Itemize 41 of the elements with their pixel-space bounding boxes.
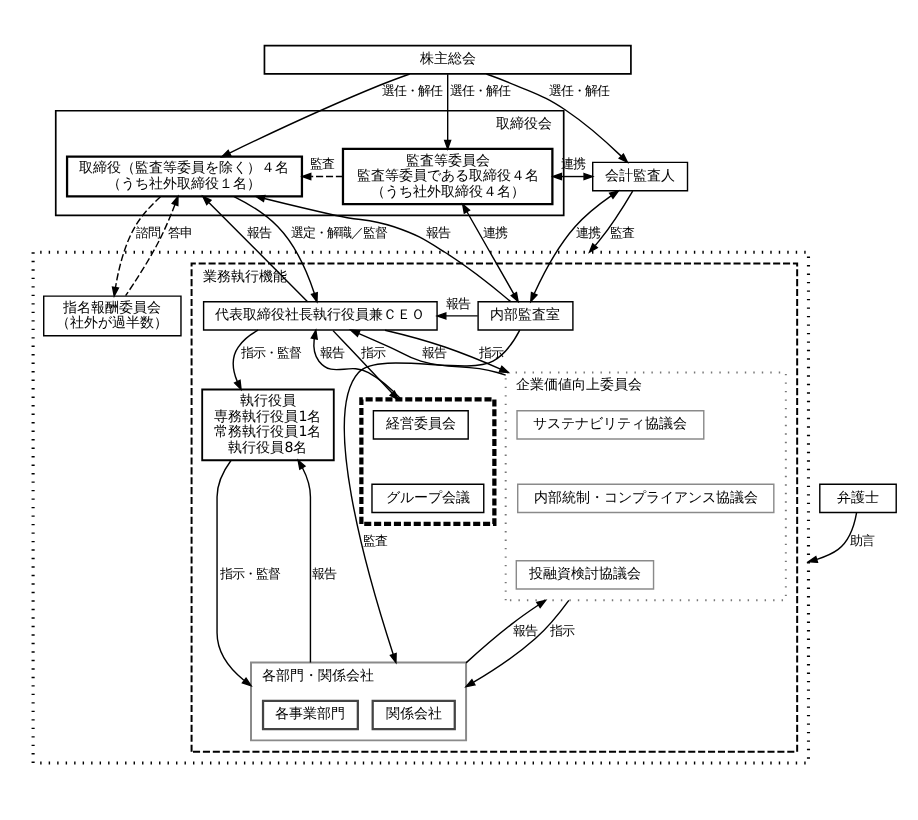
node-box: 会計監査人 bbox=[592, 161, 689, 192]
arrow bbox=[233, 195, 318, 304]
arrow bbox=[485, 73, 629, 164]
node-box: 関係会社 bbox=[371, 699, 456, 731]
arrow bbox=[124, 194, 179, 297]
arrow bbox=[232, 329, 259, 392]
arrow bbox=[253, 194, 512, 303]
arrow bbox=[111, 196, 162, 299]
arrow bbox=[465, 599, 548, 664]
node-box: 各事業部門 bbox=[261, 699, 359, 731]
cluster bbox=[359, 397, 497, 526]
arrow bbox=[384, 329, 511, 374]
node-box: サステナビリティ協議会 bbox=[516, 410, 705, 440]
node-box: 株主総会 bbox=[263, 44, 632, 75]
arrow bbox=[529, 189, 621, 304]
arrow bbox=[216, 459, 253, 687]
arrow bbox=[219, 73, 411, 158]
node-box: 内部監査室 bbox=[477, 301, 574, 331]
cluster bbox=[31, 250, 811, 765]
arrow bbox=[435, 311, 479, 320]
node-box: グループ会議 bbox=[371, 483, 485, 514]
node-box: 監査等委員会 監査等委員である取締役４名 （うち社外取締役４名） bbox=[341, 147, 554, 206]
arrow bbox=[343, 329, 521, 665]
arrow bbox=[300, 172, 344, 181]
arrow bbox=[806, 511, 858, 564]
arrow bbox=[348, 329, 507, 376]
arrow bbox=[201, 194, 309, 303]
arrow bbox=[464, 599, 570, 688]
arrow bbox=[443, 73, 452, 151]
node-box: 取締役（監査等委員を除く）４名 （うち社外取締役１名） bbox=[65, 155, 304, 198]
node-box: 指名報酬委員会 （社外が過半数） bbox=[43, 295, 182, 337]
arrow bbox=[588, 190, 634, 254]
node-box: 投融資検討協議会 bbox=[515, 560, 655, 590]
node-box: 内部統制・コンプライアンス協議会 bbox=[517, 483, 775, 514]
node-box: 代表取締役社長執行役員兼ＣＥＯ bbox=[202, 301, 438, 331]
node-box: 弁護士 bbox=[819, 483, 897, 514]
arrow bbox=[461, 202, 520, 304]
node-box: 執行役員 専務執行役員1名 常務執行役員1名 執行役員8名 bbox=[201, 388, 335, 462]
node-box: 経営委員会 bbox=[372, 410, 469, 440]
arrow bbox=[297, 458, 312, 664]
arrow bbox=[550, 172, 595, 181]
